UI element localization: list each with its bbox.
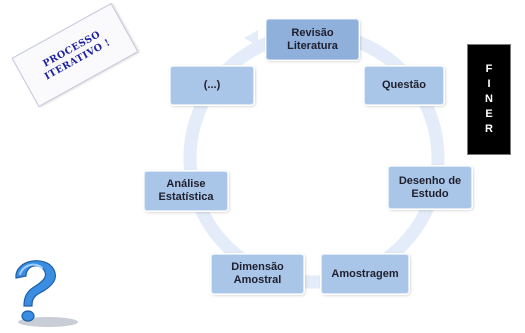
node-dimensao-amostral: Dimensão Amostral [211,254,304,294]
finer-letter-i: I [487,78,491,90]
node-analise-estatistica: Análise Estatística [144,171,228,211]
node-desenho-de-estudo: Desenho de Estudo [388,166,472,209]
node-questao: Questão [364,66,444,105]
question-mark-icon [15,260,78,327]
node-amostragem: Amostragem [321,254,409,294]
finer-letter-r: R [485,123,493,135]
finer-letter-e: E [485,108,493,120]
finer-letter-f: F [485,63,493,75]
finer-box: F I N E R [467,44,511,155]
node-revisao-literatura: Revisão Literatura [266,19,359,60]
finer-letter-n: N [485,93,493,105]
node-reticencias: (...) [170,66,254,105]
cycle-arrowhead [244,30,258,46]
